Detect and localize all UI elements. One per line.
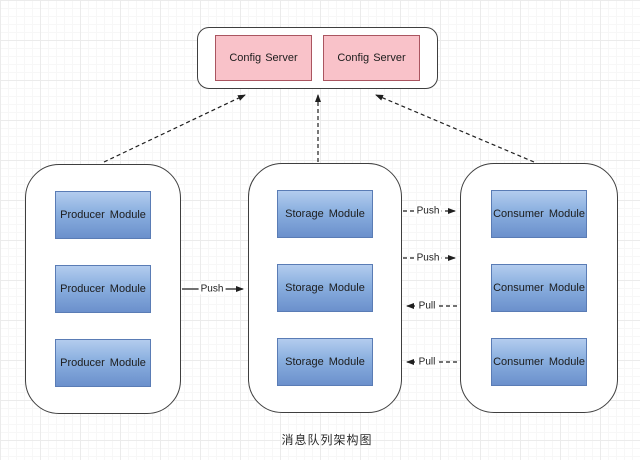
- consumer-module-label: Consumer Module: [493, 281, 585, 294]
- edge-producer-to-config: [103, 94, 246, 163]
- consumer-module-label: Consumer Module: [493, 355, 585, 368]
- edge-label-pull: Pull: [416, 356, 438, 368]
- producer-module-box: Producer Module: [55, 191, 151, 239]
- edge-label-push: Push: [198, 283, 226, 295]
- storage-module-label: Storage Module: [285, 281, 365, 294]
- producer-module-label: Producer Module: [60, 282, 146, 295]
- producer-module-box: Producer Module: [55, 339, 151, 387]
- storage-module-box: Storage Module: [277, 190, 373, 238]
- storage-module-box: Storage Module: [277, 338, 373, 386]
- config-server-box: Config Server: [215, 35, 312, 81]
- config-server-box-label: Config Server: [337, 52, 406, 64]
- consumer-module-box: Consumer Module: [491, 190, 587, 238]
- edge-label-pull: Pull: [416, 300, 438, 312]
- storage-module-box: Storage Module: [277, 264, 373, 312]
- storage-group: Storage Module Storage Module Storage Mo…: [248, 163, 402, 413]
- producer-module-label: Producer Module: [60, 208, 146, 221]
- edge-label-push: Push: [414, 205, 442, 217]
- producer-module-label: Producer Module: [60, 356, 146, 369]
- edge-consumer-to-config: [375, 94, 535, 163]
- diagram-title: 消息队列架构图: [281, 433, 373, 447]
- consumer-module-box: Consumer Module: [491, 264, 587, 312]
- edge-label-push: Push: [414, 252, 442, 264]
- consumer-module-label: Consumer Module: [493, 207, 585, 220]
- config-server-group: Config Server Config Server: [197, 27, 438, 89]
- config-server-box-label: Config Server: [229, 52, 298, 64]
- storage-module-label: Storage Module: [285, 207, 365, 220]
- producer-module-box: Producer Module: [55, 265, 151, 313]
- consumer-module-box: Consumer Module: [491, 338, 587, 386]
- producer-group: Producer Module Producer Module Producer…: [25, 164, 181, 414]
- consumer-group: Consumer Module Consumer Module Consumer…: [460, 163, 618, 413]
- storage-module-label: Storage Module: [285, 355, 365, 368]
- config-server-box: Config Server: [323, 35, 420, 81]
